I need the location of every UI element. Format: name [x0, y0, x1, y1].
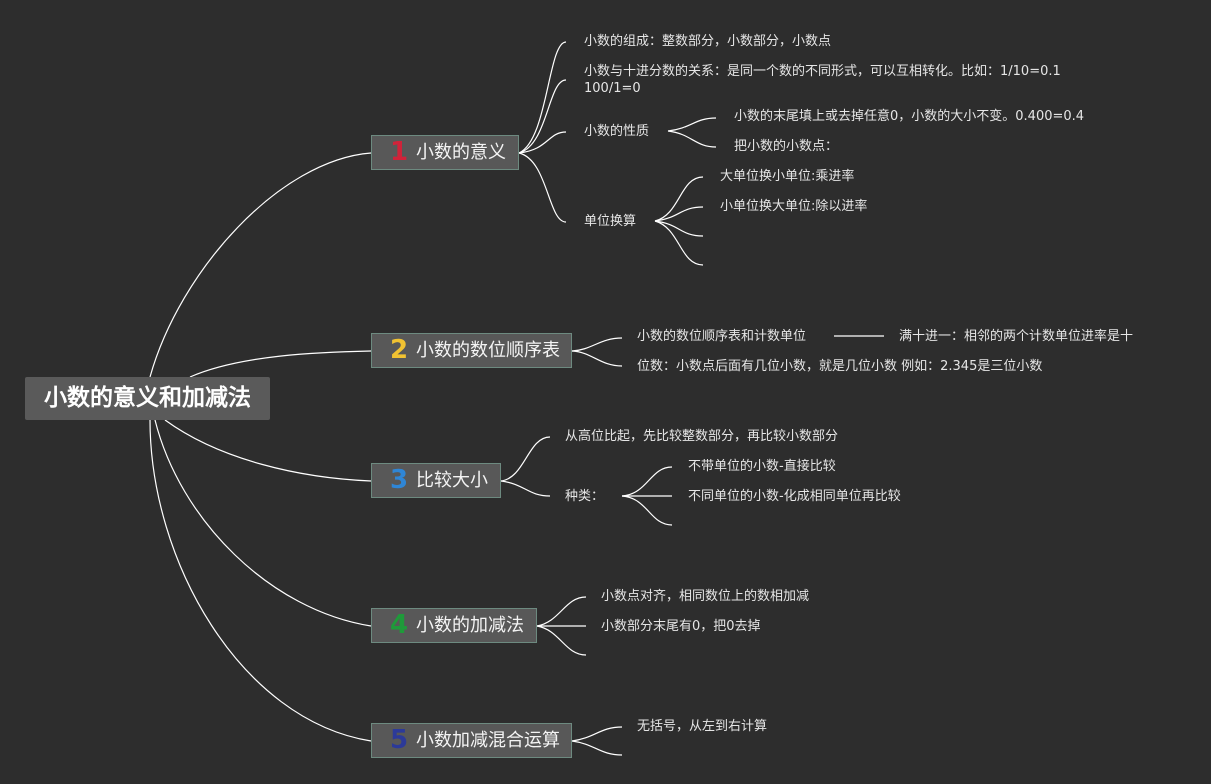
subtopic-no-brackets[interactable]: 无括号，从左到右计算	[637, 719, 768, 734]
priority-marker-1: 1	[390, 137, 409, 167]
connector-b3-rule	[500, 436, 551, 482]
subtopic-composition[interactable]: 小数的组成：整数部分，小数部分，小数点	[584, 34, 832, 49]
subtopic-property-sub2[interactable]: 把小数的小数点：	[734, 139, 839, 154]
connector-b2-digits	[571, 350, 623, 367]
connector-unit-sub2	[654, 206, 704, 222]
subtopic-digits[interactable]: 位数：小数点后面有几位小数，就是几位小数 例如：2.345是三位小数	[637, 359, 1043, 374]
connector-kinds-sub1	[621, 466, 673, 497]
subtopic-unit-sub1[interactable]: 大单位换小单位:乘进率	[720, 169, 855, 184]
connector-kinds-sub3	[621, 495, 673, 526]
branch-label: 小数加减混合运算	[416, 730, 560, 751]
branch-label: 小数的数位顺序表	[416, 340, 560, 361]
subtopic-kinds[interactable]: 种类：	[565, 489, 605, 504]
connector-b4-empty	[536, 625, 587, 656]
connector-property-sub1	[667, 117, 717, 132]
branch-label: 小数的意义	[416, 142, 506, 163]
priority-marker-2: 2	[390, 335, 409, 365]
connector-b1-relation	[518, 79, 567, 154]
subtopic-relation-line1[interactable]: 小数与十进分数的关系：是同一个数的不同形式，可以互相转化。比如：1/10=0.1	[584, 64, 1061, 79]
connector-unit-sub3	[654, 220, 704, 237]
subtopic-unit-conversion[interactable]: 单位换算	[584, 214, 637, 229]
branch-topic-3[interactable]: 3 比较大小	[371, 463, 501, 498]
connector-root-b4	[154, 419, 372, 627]
subtopic-relation-line2[interactable]: 100/1=0	[584, 81, 641, 96]
branch-label: 小数的加减法	[416, 615, 524, 636]
connector-b1-unit	[518, 152, 567, 223]
connector-root-b5	[149, 419, 372, 742]
connector-b5-empty	[571, 740, 623, 756]
connector-root-b3	[164, 419, 372, 482]
connector-b4-align	[536, 596, 587, 627]
connector-b3-kinds	[500, 480, 551, 497]
priority-marker-3: 3	[390, 465, 409, 495]
subtopic-kinds-sub1[interactable]: 不带单位的小数-直接比较	[688, 459, 836, 474]
subtopic-trailing-zero[interactable]: 小数部分末尾有0，把0去掉	[601, 619, 761, 634]
connector-root-b2	[189, 350, 372, 378]
subtopic-table-counting-unit[interactable]: 小数的数位顺序表和计数单位	[637, 329, 807, 344]
branch-topic-5[interactable]: 5 小数加减混合运算	[371, 723, 572, 758]
connector-b5-rule	[571, 726, 623, 742]
subtopic-align[interactable]: 小数点对齐，相同数位上的数相加减	[601, 589, 810, 604]
subtopic-kinds-sub2[interactable]: 不同单位的小数-化成相同单位再比较	[688, 489, 901, 504]
subtopic-property-sub1[interactable]: 小数的末尾填上或去掉任意0，小数的大小不变。0.400=0.4	[734, 109, 1085, 124]
connector-root-b1	[149, 152, 372, 378]
connector-property-sub2	[667, 130, 717, 148]
subtopic-property[interactable]: 小数的性质	[584, 124, 650, 139]
priority-marker-4: 4	[390, 610, 409, 640]
subtopic-unit-sub2[interactable]: 小单位换大单位:除以进率	[720, 199, 868, 214]
connector-b1-property	[518, 131, 567, 154]
subtopic-compare-rule[interactable]: 从高位比起，先比较整数部分，再比较小数部分	[565, 429, 839, 444]
connector-unit-sub1	[654, 176, 704, 222]
subtopic-decimal-rule[interactable]: 满十进一：相邻的两个计数单位进率是十	[899, 329, 1134, 344]
branch-topic-4[interactable]: 4 小数的加减法	[371, 608, 537, 643]
branch-label: 比较大小	[416, 470, 488, 491]
priority-marker-5: 5	[390, 725, 409, 755]
connector-unit-sub4	[654, 220, 704, 266]
connector-b1-composition	[518, 41, 567, 154]
branch-topic-1[interactable]: 1 小数的意义	[371, 135, 519, 170]
root-topic[interactable]: 小数的意义和加减法	[25, 377, 270, 420]
connector-b2-table	[571, 337, 623, 352]
branch-topic-2[interactable]: 2 小数的数位顺序表	[371, 333, 572, 368]
